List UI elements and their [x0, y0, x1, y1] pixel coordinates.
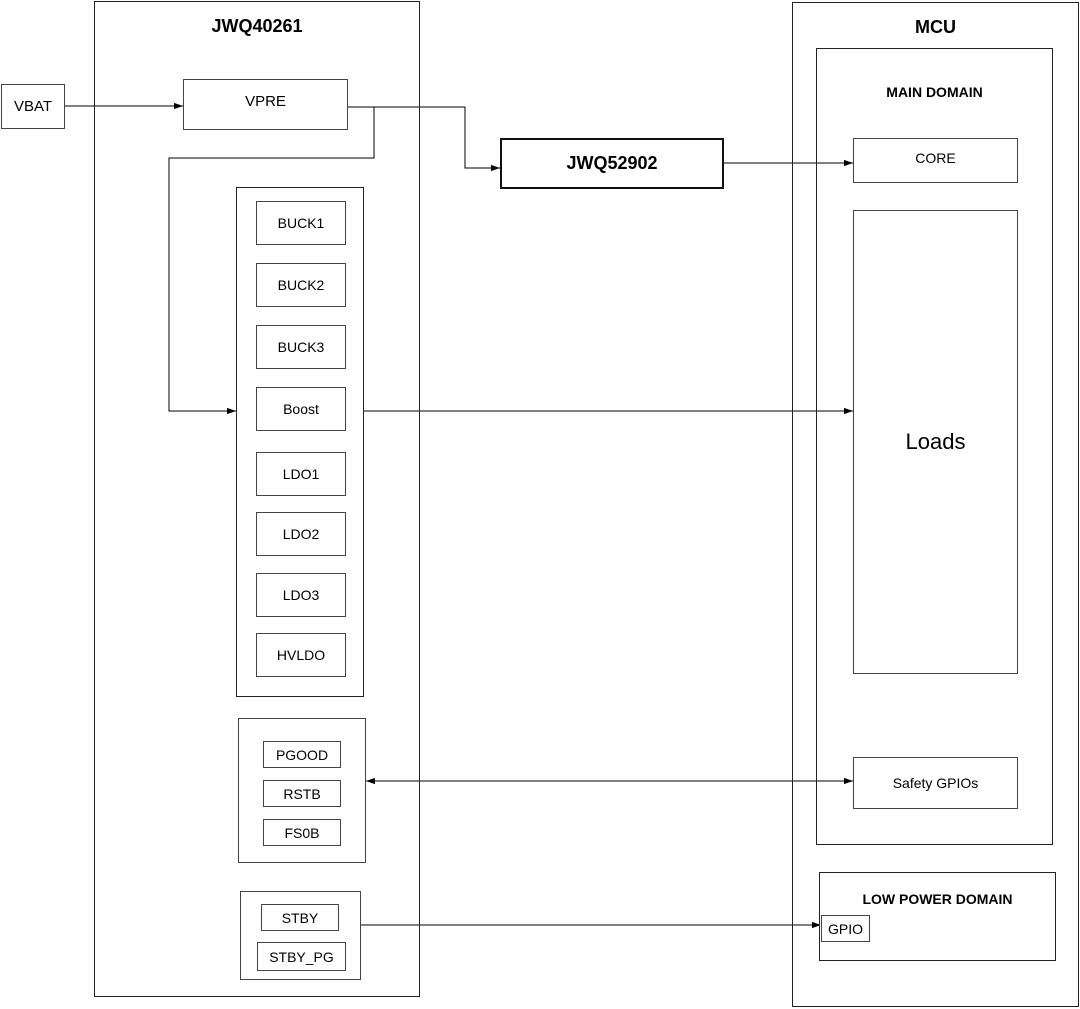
rail-ldo1: LDO1 — [256, 452, 346, 496]
signal-fs0b: FS0B — [263, 819, 341, 846]
pmic-block: JWQ40261 — [94, 1, 420, 997]
loads-block: Loads — [853, 210, 1018, 674]
signal-label: STBY — [281, 909, 319, 926]
rail-buck2: BUCK2 — [256, 263, 346, 307]
vpre-block: VPRE — [183, 79, 348, 130]
rail-label: LDO1 — [282, 466, 320, 482]
main-domain-title: MAIN DOMAIN — [886, 84, 983, 100]
gpio-label: GPIO — [827, 920, 863, 937]
pmic-title: JWQ40261 — [211, 16, 303, 36]
rail-label: LDO2 — [282, 526, 320, 542]
vbat-source: VBAT — [1, 84, 65, 129]
rail-hvldo: HVLDO — [256, 633, 346, 677]
signal-label: STBY_PG — [269, 948, 334, 965]
signal-stby-pg: STBY_PG — [257, 942, 346, 971]
vpre-label: VPRE — [245, 93, 286, 110]
rail-boost: Boost — [256, 387, 346, 431]
rail-label: BUCK1 — [277, 215, 325, 231]
gpio-block: GPIO — [821, 915, 870, 942]
rail-buck3: BUCK3 — [256, 325, 346, 369]
loads-label: Loads — [905, 429, 966, 454]
safety-gpios-label: Safety GPIOs — [892, 775, 979, 791]
rail-label: HVLDO — [276, 647, 326, 663]
signal-label: PGOOD — [275, 746, 329, 763]
rail-ldo3: LDO3 — [256, 573, 346, 617]
rail-ldo2: LDO2 — [256, 512, 346, 556]
rail-label: Boost — [283, 401, 319, 417]
signal-rstb: RSTB — [263, 780, 341, 807]
core-regulator-block: JWQ52902 — [500, 138, 724, 189]
signal-pgood: PGOOD — [263, 741, 341, 768]
mcu-block: MCU — [792, 2, 1079, 1007]
signal-label: RSTB — [283, 785, 321, 802]
rail-buck1: BUCK1 — [256, 201, 346, 245]
rail-label: BUCK3 — [277, 339, 325, 355]
rail-label: LDO3 — [282, 587, 320, 603]
core-regulator-label: JWQ52902 — [566, 153, 658, 173]
signal-label: FS0B — [284, 824, 320, 841]
safety-gpios-block: Safety GPIOs — [853, 757, 1018, 809]
low-power-domain-title: LOW POWER DOMAIN — [862, 891, 1013, 907]
core-label: CORE — [915, 149, 956, 166]
mcu-title: MCU — [915, 17, 956, 37]
main-domain-block: MAIN DOMAIN — [816, 48, 1053, 845]
core-block: CORE — [853, 138, 1018, 183]
signal-stby: STBY — [261, 904, 339, 931]
vbat-label: VBAT — [13, 98, 53, 115]
rail-label: BUCK2 — [277, 277, 325, 293]
